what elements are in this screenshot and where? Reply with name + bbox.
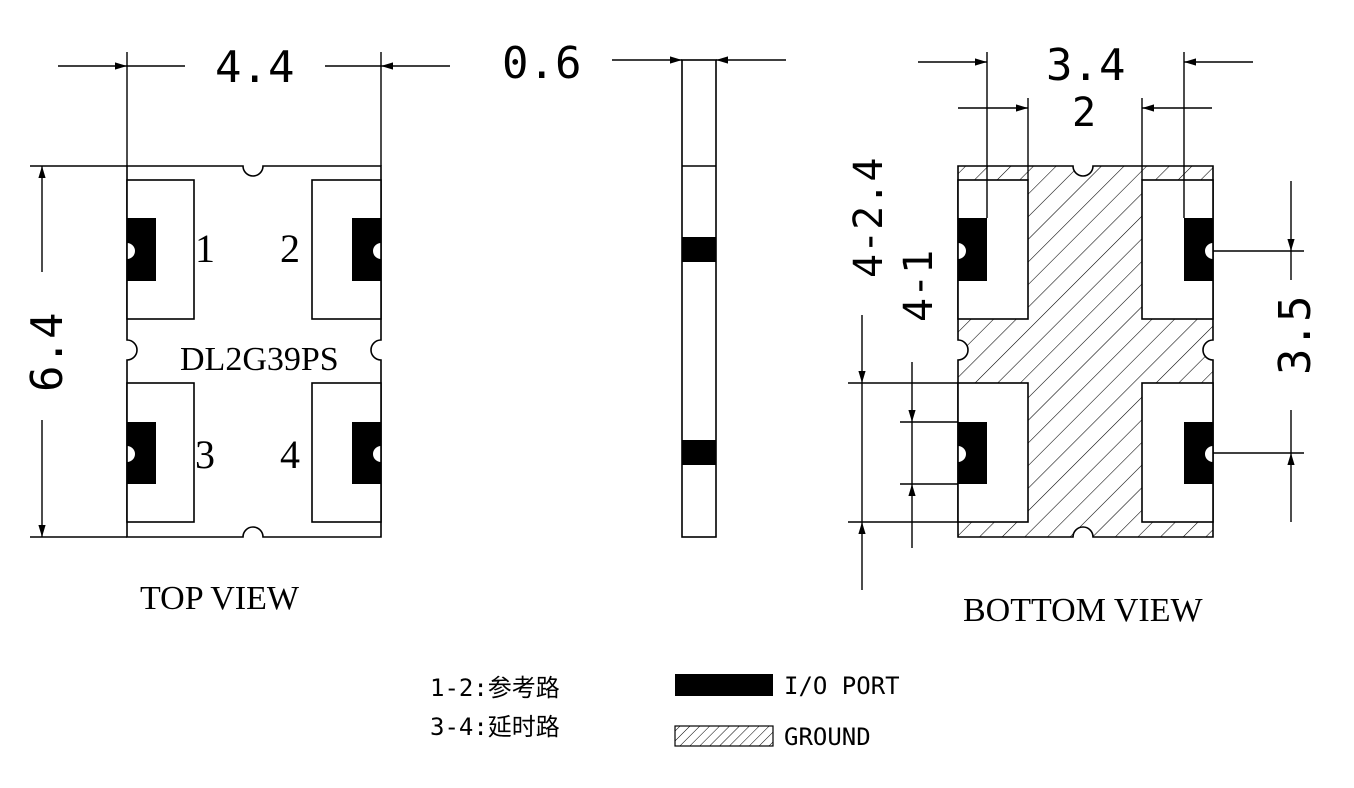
io-port-2: [352, 218, 381, 281]
top-view: 1 2 3 4 DL2G39PS 4.4 6.4 TOP VIEW: [22, 42, 450, 617]
bottom-io-port-1: [958, 218, 987, 281]
side-view: 0.6: [502, 38, 786, 538]
notes: 1-2:参考路 3-4:延时路: [430, 674, 560, 741]
part-number: DL2G39PS: [180, 341, 339, 378]
ground-plane: [958, 166, 1213, 537]
legend-ground-swatch: [674, 725, 774, 747]
legend-io-swatch: [675, 674, 773, 696]
bottom-io-port-4: [1184, 422, 1213, 484]
bottom-view-label: BOTTOM VIEW: [963, 592, 1203, 629]
top-view-label: TOP VIEW: [140, 580, 300, 617]
top-height-dim: 6.4: [22, 313, 73, 392]
note-line-2: 3-4:延时路: [430, 713, 560, 741]
pin-label-4: 4: [280, 432, 300, 477]
pin-label-3: 3: [195, 432, 215, 477]
io-port-4: [352, 422, 381, 484]
top-width-dim: 4.4: [215, 42, 294, 93]
bottom-io-port-3: [958, 422, 987, 484]
bottom-view: 3.4 2 4-2.4 4-1 3.5 BOTTOM VIEW: [846, 40, 1321, 629]
bottom-pitch-dim: 3.5: [1270, 296, 1321, 375]
side-io-upper: [682, 237, 716, 262]
note-line-1: 1-2:参考路: [430, 674, 560, 702]
side-thickness-dim: 0.6: [502, 38, 581, 89]
bottom-pad-width-dim: 4-1: [896, 250, 942, 322]
pin-label-1: 1: [195, 226, 215, 271]
bottom-pad-length-dim: 4-2.4: [846, 158, 892, 278]
bottom-outer-dim: 3.4: [1046, 40, 1125, 91]
io-port-1: [127, 218, 156, 281]
bottom-io-port-2: [1184, 218, 1213, 281]
pin-label-2: 2: [280, 226, 300, 271]
legend-ground-label: GROUND: [784, 723, 871, 751]
bottom-inner-dim: 2: [1072, 90, 1096, 136]
side-io-lower: [682, 440, 716, 465]
side-view-outline: [681, 59, 717, 538]
io-port-3: [127, 422, 156, 484]
legend: I/O PORT GROUND: [674, 672, 900, 751]
legend-io-label: I/O PORT: [784, 672, 900, 700]
